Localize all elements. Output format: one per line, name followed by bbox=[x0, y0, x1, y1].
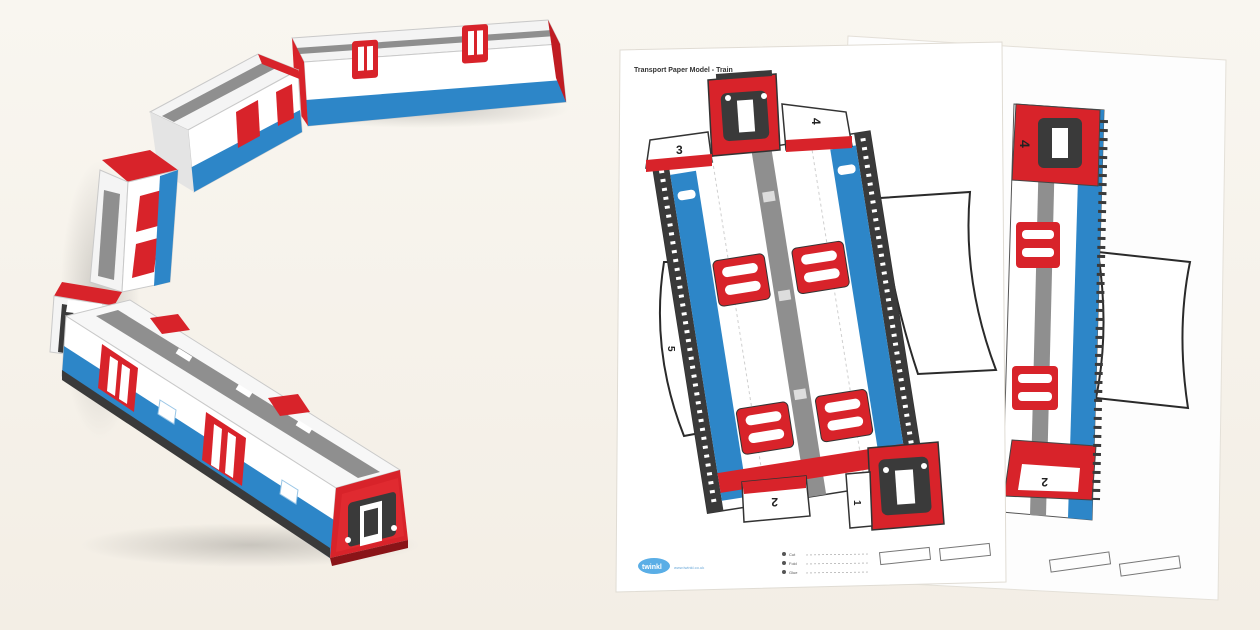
back-piece-number-4: 4 bbox=[1017, 140, 1033, 148]
paper-train-model bbox=[49, 19, 570, 567]
train-car-second bbox=[148, 53, 303, 193]
train-car-top bbox=[291, 19, 567, 127]
back-piece-number-2: 2 bbox=[1041, 475, 1048, 489]
train-car-front bbox=[61, 299, 408, 566]
piece-number-4: 4 bbox=[809, 118, 823, 125]
step-1: Cut bbox=[789, 552, 796, 557]
cab-bottom bbox=[867, 441, 945, 531]
website-text: www.twinkl.co.uk bbox=[674, 565, 704, 570]
piece-number-1: 1 bbox=[851, 500, 862, 506]
instruction-steps: Cut Fold Glue bbox=[782, 552, 869, 575]
mini-diagram-2 bbox=[938, 542, 992, 562]
cab-top bbox=[707, 70, 781, 157]
piece-number-2: 2 bbox=[771, 495, 778, 509]
mini-diagram-1 bbox=[878, 546, 932, 566]
piece-number-5: 5 bbox=[665, 346, 676, 352]
step-2: Fold bbox=[789, 561, 797, 566]
step-3: Glue bbox=[789, 570, 798, 575]
piece-number-3: 3 bbox=[676, 143, 683, 157]
logo-text: twinkl bbox=[642, 564, 662, 571]
twinkl-logo bbox=[638, 558, 670, 574]
sheet-title: Transport Paper Model - Train bbox=[634, 67, 733, 74]
front-template-sheet: Transport Paper Model - Train 5 bbox=[615, 41, 1007, 593]
train-car-third bbox=[89, 150, 179, 293]
